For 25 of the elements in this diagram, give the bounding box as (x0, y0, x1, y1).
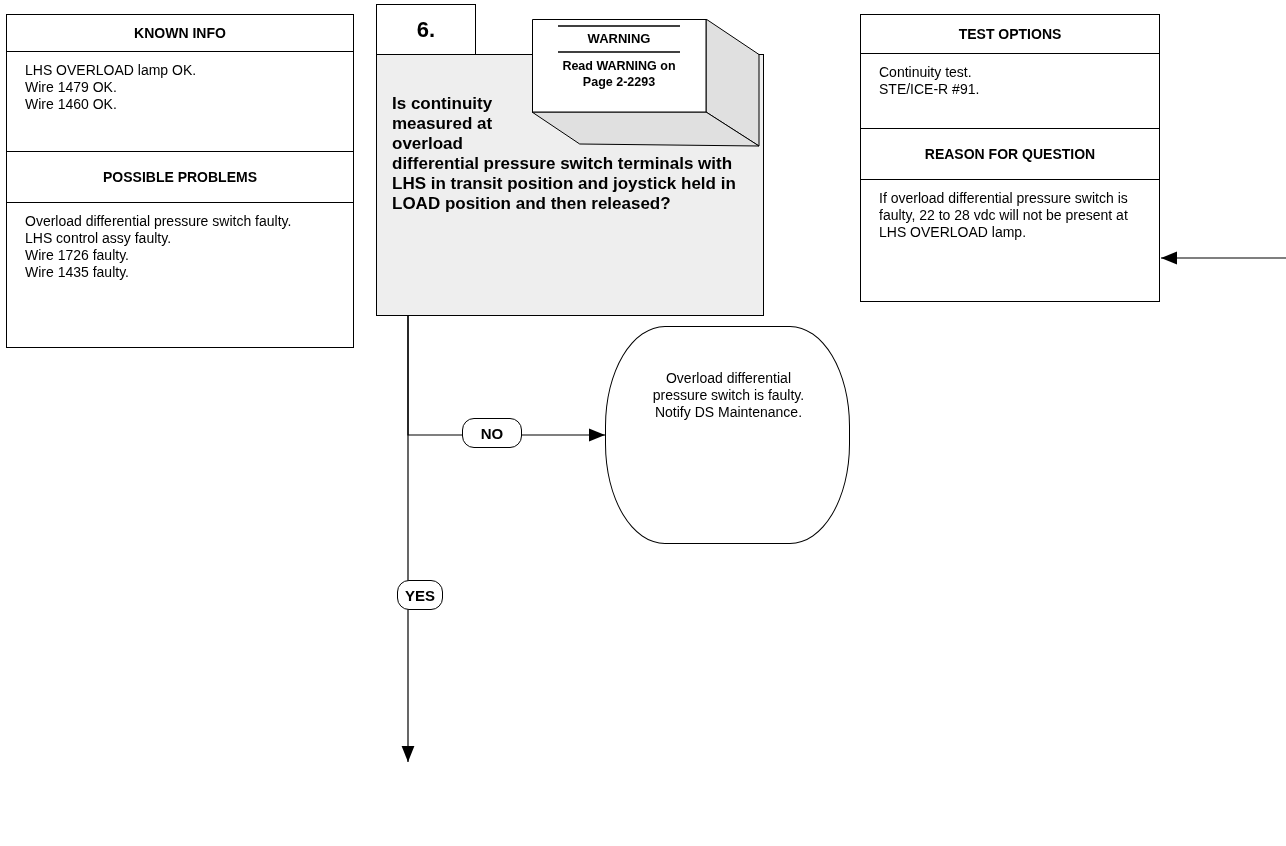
arrow (401, 315, 415, 763)
warning-heading: WARNING (586, 30, 652, 48)
question-text: Is continuity measured at overload differential pressure switch terminals with LHS in transit position and joystick held in LOAD position and then released? (392, 94, 737, 214)
info-text: Wire 1479 OK. (25, 79, 118, 96)
panel-heading: TEST OPTIONS (861, 15, 1159, 54)
edge-label: YES (397, 580, 443, 610)
info-text: Overload differential pressure switch faulty. (25, 213, 293, 230)
info-text: Wire 1435 faulty. (25, 264, 130, 281)
info-panel (6, 14, 354, 348)
info-text: Continuity test. (879, 64, 973, 81)
warning-text: Read WARNING on Page 2-2293 (561, 58, 677, 90)
panel-heading: KNOWN INFO (7, 15, 353, 52)
info-text: LHS control assy faulty. (25, 230, 173, 247)
edge-label: NO (462, 418, 522, 448)
step-number: 6. (376, 4, 476, 55)
panel-heading: POSSIBLE PROBLEMS (7, 152, 353, 203)
arrow (1160, 251, 1286, 265)
panel-heading: REASON FOR QUESTION (861, 129, 1159, 180)
info-text: Wire 1726 faulty. (25, 247, 130, 264)
info-text: LHS OVERLOAD lamp OK. (25, 62, 198, 79)
info-panel (860, 14, 1160, 302)
terminal-text: Overload differential pressure switch is faulty. Notify DS Maintenance. (651, 370, 806, 421)
info-text: STE/ICE-R #91. (879, 81, 981, 98)
info-text: If overload differential pressure switch is faulty, 22 to 28 vdc will not be present at LHS OVERLOAD lamp. (879, 190, 1129, 241)
info-text: Wire 1460 OK. (25, 96, 118, 113)
